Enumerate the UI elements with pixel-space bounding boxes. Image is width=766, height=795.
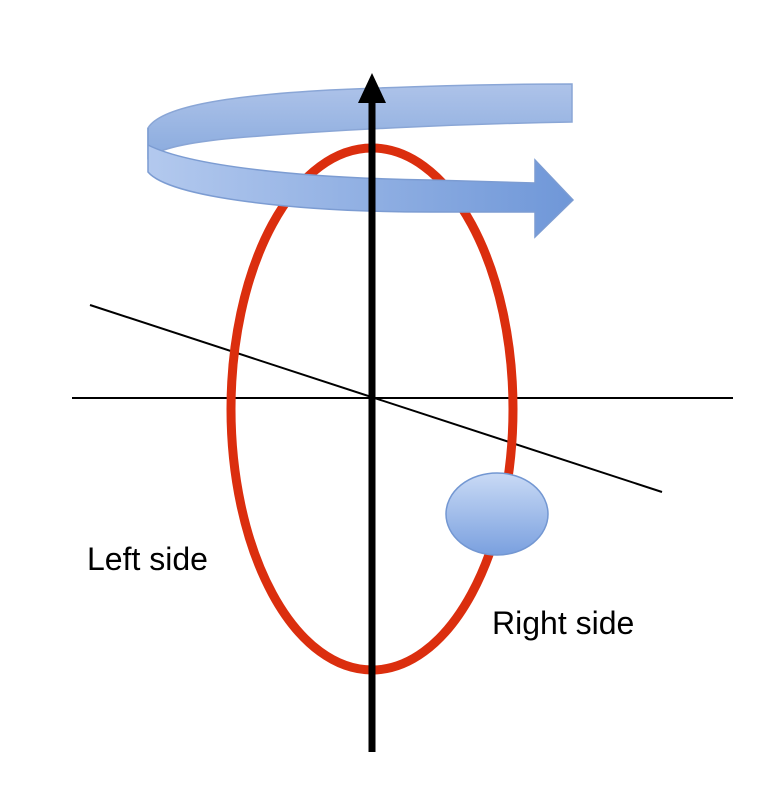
right-side-label: Right side — [492, 605, 634, 641]
rotation-axis-arrowhead — [358, 73, 386, 103]
orbiting-ball — [445, 472, 549, 556]
left-side-label: Left side — [87, 541, 208, 577]
rotation-arrow-front — [147, 128, 575, 239]
tilted-axis-line — [89, 304, 663, 493]
